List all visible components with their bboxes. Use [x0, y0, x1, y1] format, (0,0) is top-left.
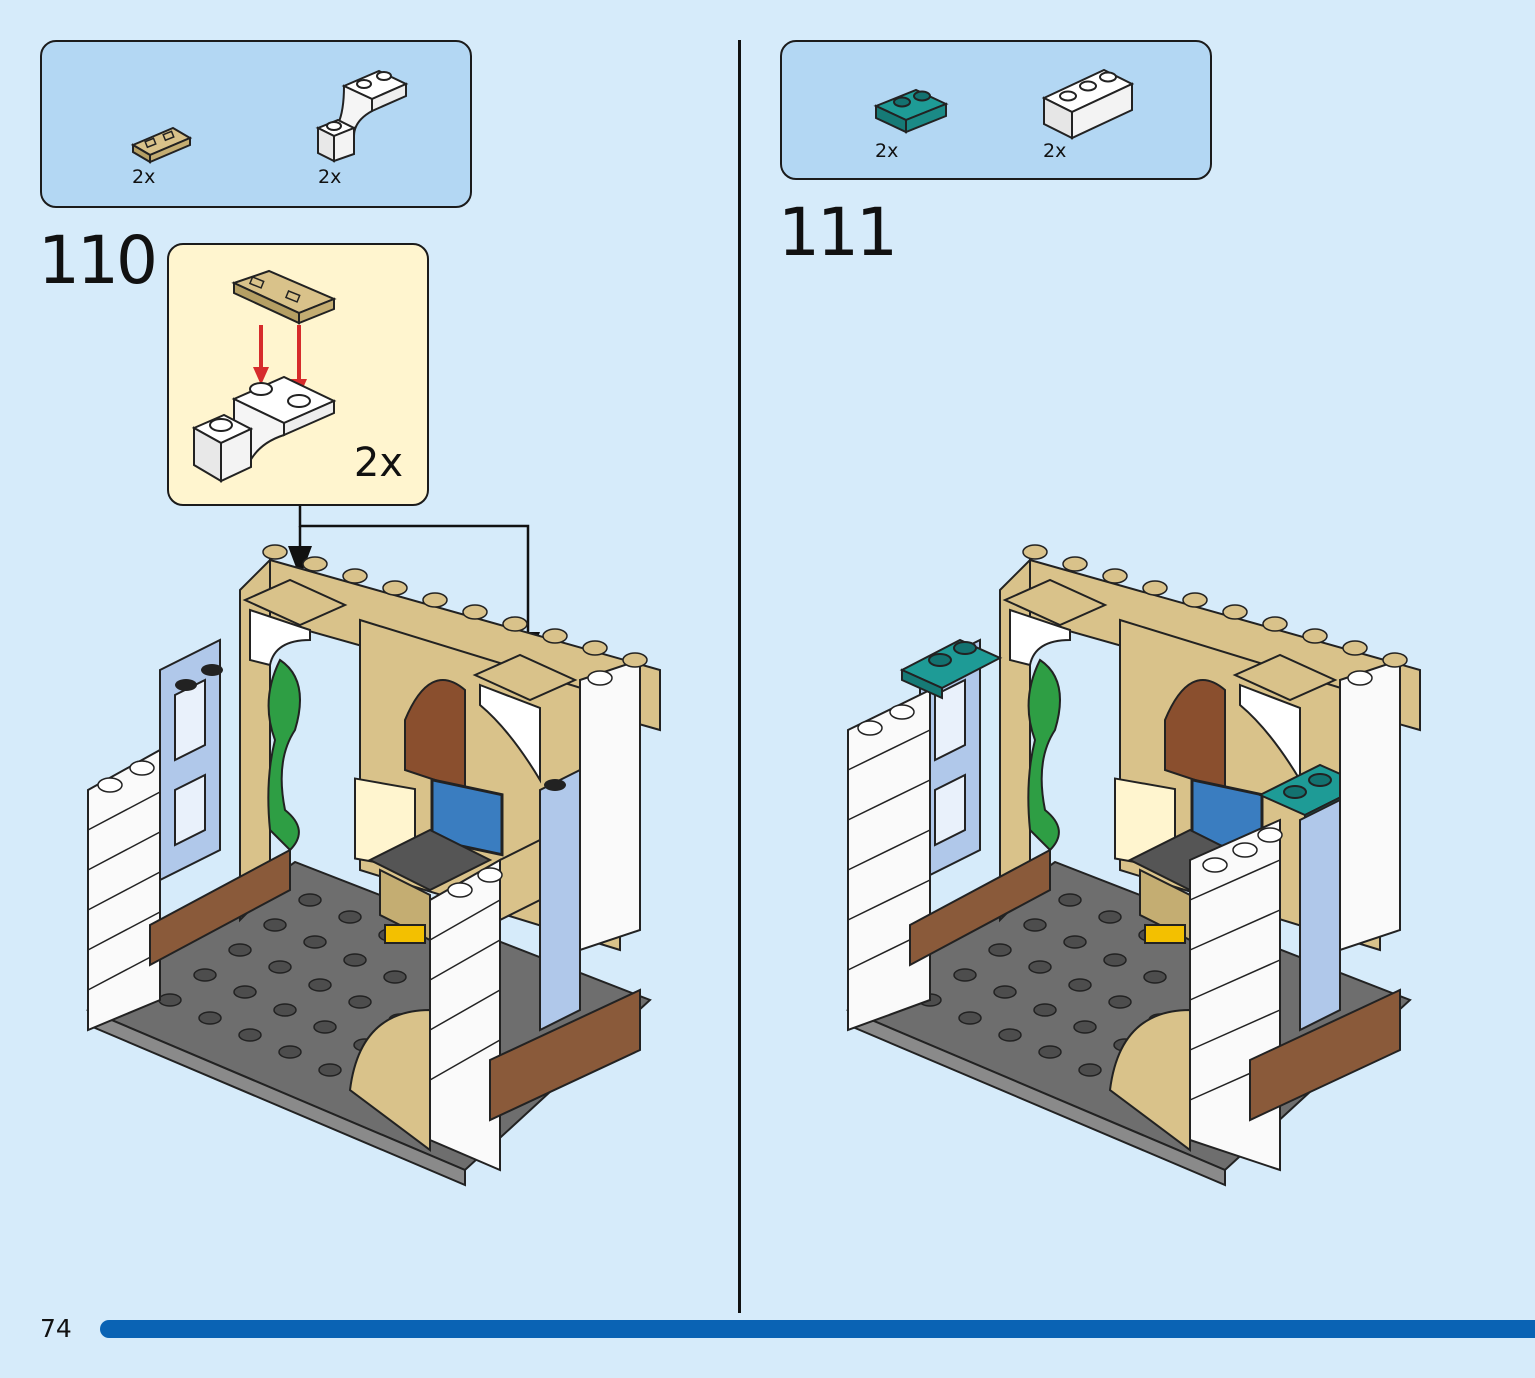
- bracket-assembly-icon: [191, 269, 337, 483]
- part-qty: 2x: [875, 140, 899, 162]
- model-step-111: [845, 544, 1421, 1187]
- parts-list-step-111: 2x 2x: [780, 40, 1212, 180]
- parts-list-step-110: 2x 2x: [40, 40, 472, 208]
- sub-assembly-callout: 2x: [167, 243, 429, 506]
- brick-1x3-white-icon: [1041, 68, 1135, 140]
- progress-bar: [100, 1320, 1535, 1338]
- callout-qty: 2x: [353, 440, 403, 486]
- plate-1x2-teal-icon: [873, 88, 949, 134]
- page-divider: [738, 40, 741, 1313]
- step-number: 111: [778, 194, 898, 271]
- model-step-110: [85, 544, 661, 1187]
- bracket-white-icon: [315, 69, 409, 163]
- step-number: 110: [38, 222, 158, 299]
- part-qty: 2x: [132, 166, 156, 188]
- part-qty: 2x: [1043, 140, 1067, 162]
- part-qty: 2x: [318, 166, 342, 188]
- page-number: 74: [40, 1314, 72, 1343]
- tile-1x2-tan-icon: [130, 126, 193, 164]
